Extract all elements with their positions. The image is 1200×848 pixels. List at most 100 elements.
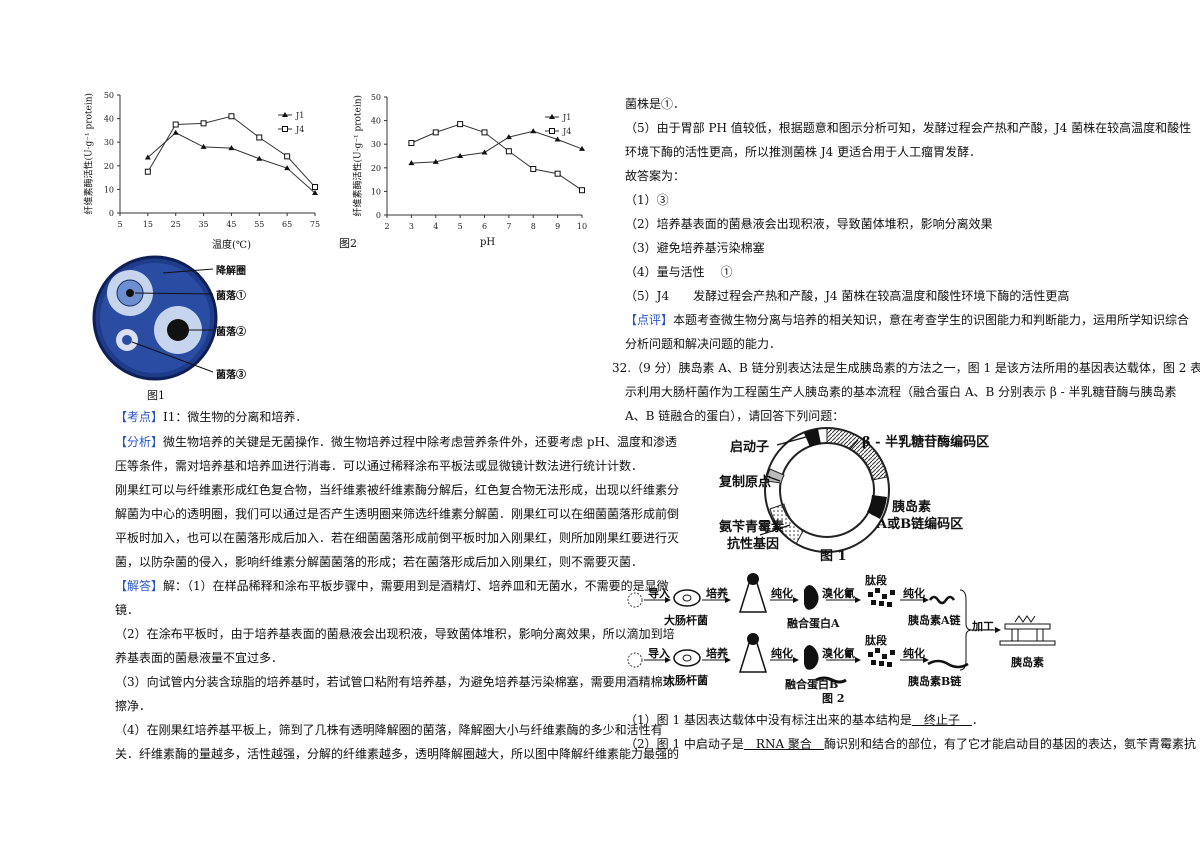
point-J1: [200, 143, 207, 149]
point-J4: [228, 113, 235, 120]
sub2-prefix: （2）图 1 中启动子是: [625, 737, 744, 751]
flow-purify-a1: 纯化: [771, 587, 793, 600]
sub1-prefix: （1）图 1 基因表达载体中没有标注出来的基本结构是: [625, 713, 912, 727]
legend-marker-J4: [282, 126, 288, 132]
x-tick-label: 75: [310, 220, 320, 229]
y-tick-label: 20: [104, 162, 114, 171]
chart1-ylabel: 纤维素酶活性(U·g⁻¹ protein): [84, 92, 95, 215]
point-J4: [256, 134, 263, 141]
dianping-text-2: 分析问题和解决问题的能力．: [625, 337, 782, 351]
r-line-2: （5）由于胃部 PH 值较低，根据题意和图示分析可知，发酵过程会产热和产酸，J4…: [625, 121, 1192, 135]
flow-peptide-a: 肽段: [865, 574, 887, 587]
y-tick-label: 30: [104, 138, 114, 147]
sub2-answer: RNA 聚合: [743, 737, 824, 751]
plasmid-label-amp-1: 氨苄青霉素: [719, 520, 785, 535]
flow-cnbr-a: 溴化氰: [822, 587, 855, 600]
plasmid-label-origin: 复制原点: [719, 475, 772, 490]
point-J1: [172, 129, 179, 135]
y-tick-label: 0: [376, 211, 381, 220]
point-J4: [200, 120, 207, 127]
flow-process: 加工: [972, 620, 994, 633]
question-32-line-1: 32.（9 分）胰岛素 A、B 链分别表达法是生成胰岛素的方法之一，图 1 是该…: [612, 361, 1200, 375]
kaodian-tag: 【考点】: [115, 410, 164, 424]
legend-label-J1: J1: [562, 113, 571, 122]
plasmid-figure: [759, 427, 890, 553]
jieda-text-1: 解：（1）在样品稀释和涂布平板步骤中，需要用到是酒精灯、培养皿和无菌水，不需要的…: [163, 579, 669, 593]
x-tick-label: 3: [409, 222, 414, 231]
flow-figure: [627, 573, 1056, 684]
jieda-line-1: 【解答】解：（1）在样品稀释和涂布平板步骤中，需要用到是酒精灯、培养皿和无菌水，…: [115, 579, 669, 593]
final-answer-1: （1）③: [625, 193, 669, 207]
chart2-xlabel: pH: [480, 237, 496, 248]
petri-dish-figure: [92, 255, 218, 381]
x-tick-label: 5: [458, 222, 463, 231]
answer-2-line-2: 养基表面的菌悬液量不宜过多．: [115, 651, 284, 665]
series-line-J1: [411, 130, 583, 164]
dianping-tag: 【点评】: [625, 313, 674, 327]
answer-title: 故答案为：: [625, 169, 686, 183]
point-J1: [432, 158, 439, 164]
sub2-suffix: 酶识别和结合的部位，有了它才能启动目的基因的表达，氨苄青霉素抗: [823, 737, 1196, 751]
flow-chain-a: 胰岛素A链: [908, 614, 961, 627]
flow-insulin: 胰岛素: [1011, 656, 1044, 669]
flow-fusion-a: 融合蛋白A: [787, 617, 840, 630]
jieda-text-2: 镜．: [115, 603, 140, 617]
final-answer-2: （2）培养基表面的菌悬液会出现积液，导致菌体堆积，影响分离效果: [625, 217, 993, 231]
point-J1: [457, 153, 464, 158]
flow-ecoli-b: 大肠杆菌: [664, 674, 708, 687]
para-4: 菌，以防杂菌的侵入，影响纤维素分解菌菌落的形成；若在菌落形成后加入刚果红，则不需…: [115, 555, 644, 569]
label-colony-2: 菌落②: [216, 327, 246, 338]
plasmid-caption: 图 1: [820, 549, 847, 564]
sub1-answer: 终止子: [911, 713, 972, 727]
y-tick-label: 30: [371, 140, 381, 149]
y-tick-label: 50: [371, 93, 381, 102]
para-1: 刚果红可以与纤维素形成红色复合物，当纤维素被纤维素酶分解后，红色复合物无法形成，…: [115, 483, 680, 497]
legend-label-J4: J4: [295, 125, 304, 134]
point-J1: [481, 149, 488, 155]
flow-culture-b: 培养: [706, 647, 728, 660]
plasmid-label-amp-2: 抗性基因: [727, 537, 780, 552]
dianping-text-1: 本题考查微生物分离与培养的相关知识，意在考查学生的识图能力和判断能力，运用所学知…: [673, 313, 1190, 327]
question-32-line-2: 示利用大肠杆菌作为工程菌生产人胰岛素的基本流程（融合蛋白 A、B 分别表示 β …: [625, 385, 1177, 399]
answer-4-line-1: （4）在刚果红培养基平板上，筛到了几株有透明降解圈的菌落，降解圈大小与纤维素酶的…: [115, 723, 663, 737]
question-32-line-3: A、B 链融合的蛋白），请回答下列问题：: [625, 409, 845, 423]
para-3: 平板时加入，也可以在菌落形成后加入．若在细菌菌落形成前倒平板时加入刚果红，则所加…: [115, 531, 680, 545]
point-J1: [256, 155, 263, 161]
final-answer-3: （3）避免培养基污染棉塞: [625, 241, 765, 255]
point-J1: [284, 165, 291, 171]
series-line-J4: [411, 123, 583, 191]
point-J1: [505, 134, 512, 140]
sub-question-2: （2）图 1 中启动子是 RNA 聚合 酶识别和结合的部位，有了它才能启动目的基…: [625, 737, 1196, 751]
answer-3-line-2: 擦净．: [115, 699, 152, 713]
x-tick-label: 15: [143, 220, 153, 229]
fenxi-text-1: 微生物培养的关键是无菌操作．微生物培养过程中除考虑营养条件外，还要考虑 pH、温…: [163, 435, 677, 449]
x-tick-label: 65: [282, 220, 292, 229]
x-tick-label: 2: [384, 222, 389, 231]
plasmid-label-galactosidase: β - 半乳糖苷酶编码区: [862, 435, 990, 450]
chart2-fig-label: 图2: [339, 237, 357, 250]
point-J4: [481, 129, 488, 136]
point-J1: [228, 145, 235, 151]
answer-4-line-2: 关．纤维素酶的量越多，活性越强，分解的纤维素越多，透明降解圈越大，所以图中降解纤…: [115, 747, 680, 761]
final-answer-4: （4）量与活性 ①: [625, 265, 733, 279]
point-J4: [457, 121, 464, 128]
plasmid-label-insulin-2: A或B链编码区: [877, 517, 964, 532]
point-J4: [172, 121, 179, 128]
flow-import-a: 导入: [648, 587, 670, 600]
point-J1: [554, 136, 561, 142]
legend-marker-J4: [549, 128, 555, 134]
y-tick-label: 40: [104, 115, 114, 124]
flow-purify-b1: 纯化: [771, 647, 793, 660]
x-tick-label: 7: [506, 222, 511, 231]
sub-question-1: （1）图 1 基因表达载体中没有标注出来的基本结构是 终止子 ．: [625, 713, 984, 727]
y-tick-label: 10: [104, 185, 114, 194]
kaodian-text: I1：微生物的分离和培养．: [163, 410, 308, 424]
plasmid-label-insulin-1: 胰岛素: [892, 500, 932, 515]
y-tick-label: 10: [371, 187, 381, 196]
x-tick-label: 5: [117, 220, 122, 229]
point-J4: [284, 153, 291, 160]
label-colony-1: 菌落①: [216, 291, 246, 302]
y-tick-label: 0: [109, 209, 114, 218]
